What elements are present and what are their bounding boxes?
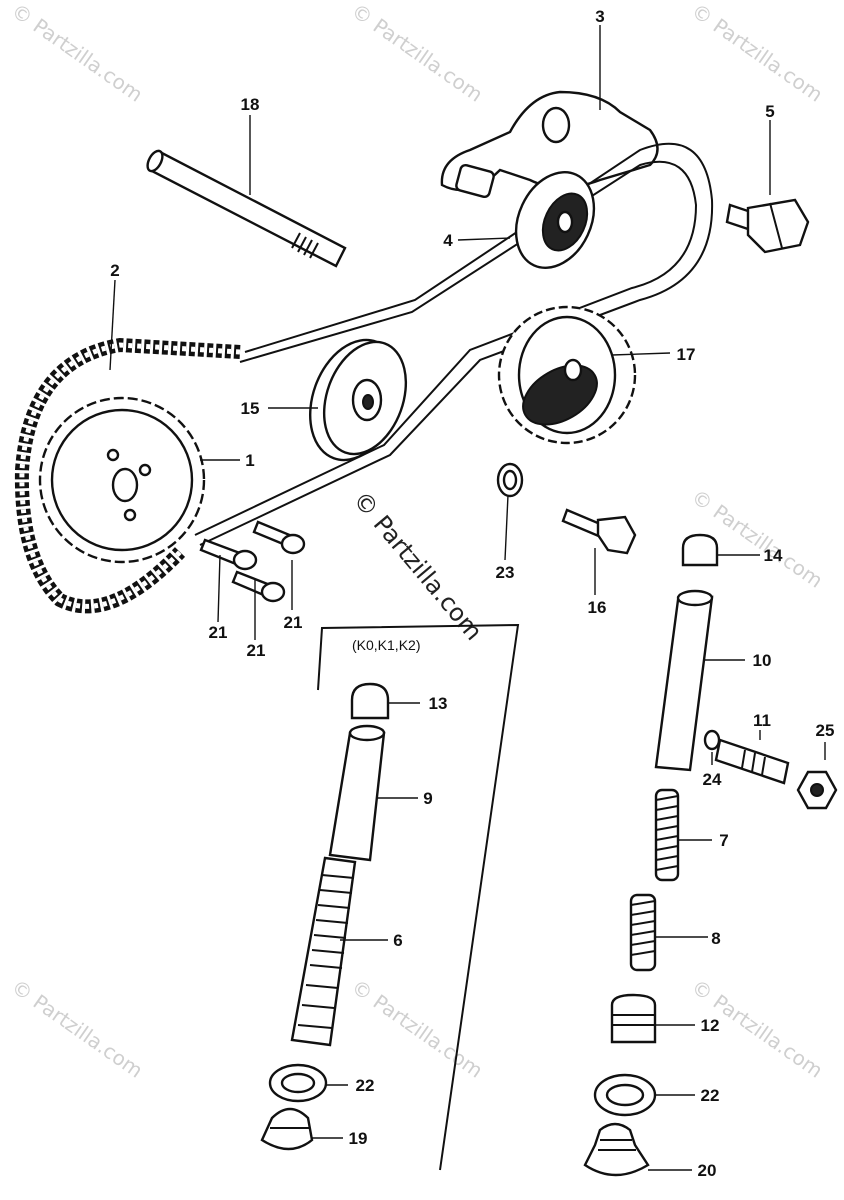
part-5-bolt (725, 198, 810, 254)
callout-21: 21 (209, 623, 228, 642)
part-20-plug (583, 1122, 650, 1177)
callout-9: 9 (423, 789, 432, 808)
callout-15: 15 (241, 399, 260, 418)
part-24-washer (703, 729, 721, 751)
variant-box-label: (K0,K1,K2) (352, 637, 420, 653)
part-8-spring (629, 893, 657, 972)
callout-3: 3 (595, 7, 604, 26)
callout-21: 21 (284, 613, 303, 632)
watermark: © Partzilla.com (687, 0, 827, 107)
callout-8: 8 (711, 929, 720, 948)
part-22-washer (268, 1063, 328, 1103)
callout-20: 20 (698, 1161, 717, 1180)
part-13-cap (350, 682, 390, 720)
variant-box: (K0,K1,K2) (317, 623, 520, 1171)
part-21-bolts (199, 520, 306, 603)
watermark: © Partzilla.com (7, 0, 147, 107)
callout-22: 22 (701, 1086, 720, 1105)
callout-13: 13 (429, 694, 448, 713)
callout-12: 12 (701, 1016, 720, 1035)
callout-24: 24 (703, 770, 722, 789)
callout-10: 10 (753, 651, 772, 670)
callout-11: 11 (753, 711, 771, 730)
callout-16: 16 (588, 598, 607, 617)
part-16-bolt (561, 508, 637, 555)
part-22-washer (593, 1073, 657, 1117)
part-25-nut (796, 770, 838, 810)
part-17-sprocket (497, 305, 637, 445)
callout-5: 5 (765, 102, 774, 121)
callout-19: 19 (349, 1129, 368, 1148)
callout-23: 23 (496, 563, 515, 582)
callout-18: 18 (241, 95, 260, 114)
part-18-shaft (146, 149, 347, 268)
part-1-rear-sprocket (38, 396, 206, 564)
callout-25: 25 (816, 721, 835, 740)
part-9-tube (328, 724, 386, 862)
callout-6: 6 (393, 931, 402, 950)
part-10-tube (654, 589, 714, 772)
part-23-washer (496, 462, 524, 498)
callout-22: 22 (356, 1076, 375, 1095)
callout-21: 21 (247, 641, 266, 660)
part-2-chain (14, 337, 241, 614)
watermark: © Partzilla.com (347, 0, 487, 107)
part-6-spring (290, 856, 357, 1047)
part-4-small-sprocket (514, 170, 596, 270)
part-3-tensioner-arm (194, 90, 714, 546)
part-11-bolt (714, 738, 790, 785)
watermark-center: © Partzilla.com (347, 486, 487, 646)
part-12-plug (610, 993, 657, 1044)
callout-17: 17 (677, 345, 696, 364)
callout-2: 2 (110, 261, 119, 280)
part-19-plug (260, 1107, 314, 1151)
part-15-roller (308, 338, 408, 462)
callouts: 3 18 5 4 2 17 15 1 23 16 21 21 21 14 10 … (110, 7, 834, 1180)
callout-1: 1 (245, 451, 254, 470)
part-7-spring (654, 788, 680, 882)
part-14-cap (681, 533, 719, 567)
callout-7: 7 (719, 831, 728, 850)
watermark: © Partzilla.com (7, 974, 147, 1082)
callout-4: 4 (443, 231, 453, 250)
leader-lines (109, 25, 826, 1171)
callout-14: 14 (764, 546, 783, 565)
